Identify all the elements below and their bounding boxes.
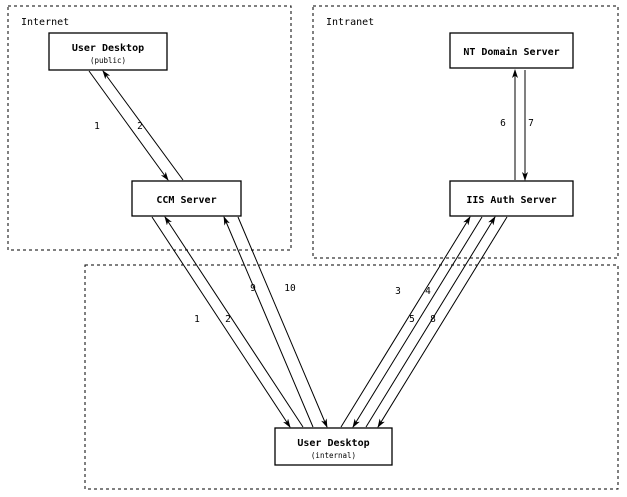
flow-flow-1-public: 1 xyxy=(88,70,169,181)
node-title-nt-domain-server: NT Domain Server xyxy=(463,46,559,58)
flow-flow-5: 5 xyxy=(365,216,496,428)
flow-label-flow-9: 9 xyxy=(250,283,256,294)
flow-flow-2-internal: 2 xyxy=(164,216,304,428)
flow-label-flow-1-public: 1 xyxy=(94,121,100,132)
zone-label-intranet: Intranet xyxy=(326,17,374,28)
zone-group: Internet Intranet xyxy=(7,5,619,490)
flow-label-flow-1-internal: 1 xyxy=(194,314,200,325)
flow-arrow-flow-1-public xyxy=(88,70,169,181)
node-box-nt-domain-server[interactable] xyxy=(449,32,574,69)
flow-label-flow-5: 5 xyxy=(409,314,415,325)
flow-arrow-flow-3 xyxy=(340,216,471,428)
node-box-user-desktop-public[interactable] xyxy=(48,32,168,71)
flow-flow-1-internal: 1 xyxy=(151,216,291,428)
zone-internet: Internet xyxy=(7,5,292,251)
node-nt-domain-server[interactable]: NT Domain Server xyxy=(449,32,574,69)
flow-label-flow-4: 4 xyxy=(425,286,431,297)
zone-internal xyxy=(84,264,619,490)
node-title-user-desktop-internal: User Desktop xyxy=(297,438,369,449)
zone-intranet: Intranet xyxy=(312,5,619,259)
flow-flow-10: 10 xyxy=(237,216,328,428)
flow-label-flow-6: 6 xyxy=(500,118,506,129)
node-subtitle-user-desktop-public: (public) xyxy=(90,56,126,65)
node-box-user-desktop-internal[interactable] xyxy=(274,427,393,466)
node-group: User Desktop (public) CCM Server NT Domain … xyxy=(48,32,574,466)
node-title-ccm-server: CCM Server xyxy=(156,195,216,206)
flow-label-flow-2-public: 2 xyxy=(137,121,143,132)
flow-arrow-flow-5 xyxy=(365,216,496,428)
flow-label-flow-2-internal: 2 xyxy=(225,314,231,325)
flow-group: 1 2 1 2 9 10 3 4 5 8 6 7 xyxy=(88,69,534,428)
node-user-desktop-internal[interactable]: User Desktop (internal) xyxy=(274,427,393,466)
flow-label-flow-3: 3 xyxy=(395,286,401,297)
flow-arrow-flow-9 xyxy=(223,216,314,428)
node-box-iis-auth-server[interactable] xyxy=(449,180,574,217)
node-iis-auth-server[interactable]: IIS Auth Server xyxy=(449,180,574,217)
flow-arrow-flow-1-internal xyxy=(151,216,291,428)
zone-label-internet: Internet xyxy=(21,17,69,28)
flow-flow-6: 6 xyxy=(500,69,518,180)
zone-boundary-internal xyxy=(84,264,619,490)
flow-label-flow-8: 8 xyxy=(430,314,436,325)
flow-label-flow-7: 7 xyxy=(528,118,534,129)
flow-flow-4: 4 xyxy=(352,216,483,428)
flow-arrow-flow-8 xyxy=(377,216,508,428)
node-user-desktop-public[interactable]: User Desktop (public) xyxy=(48,32,168,71)
flow-flow-3: 3 xyxy=(340,216,471,428)
node-title-iis-auth-server: IIS Auth Server xyxy=(466,195,556,206)
flow-flow-7: 7 xyxy=(522,70,534,181)
node-subtitle-user-desktop-internal: (internal) xyxy=(311,451,356,460)
flow-flow-2-public: 2 xyxy=(102,70,184,181)
flow-arrow-flow-4 xyxy=(352,216,483,428)
flow-flow-9: 9 xyxy=(223,216,314,428)
zone-boundary-intranet xyxy=(312,5,619,259)
node-box-ccm-server[interactable] xyxy=(131,180,242,217)
flow-arrow-flow-2-internal xyxy=(164,216,304,428)
flow-arrow-flow-10 xyxy=(237,216,328,428)
node-ccm-server[interactable]: CCM Server xyxy=(131,180,242,217)
zone-boundary-internet xyxy=(7,5,292,251)
node-title-user-desktop-public: User Desktop xyxy=(72,43,144,54)
flow-label-flow-10: 10 xyxy=(284,283,296,294)
flow-flow-8: 8 xyxy=(377,216,508,428)
flow-arrow-flow-2-public xyxy=(102,70,184,181)
